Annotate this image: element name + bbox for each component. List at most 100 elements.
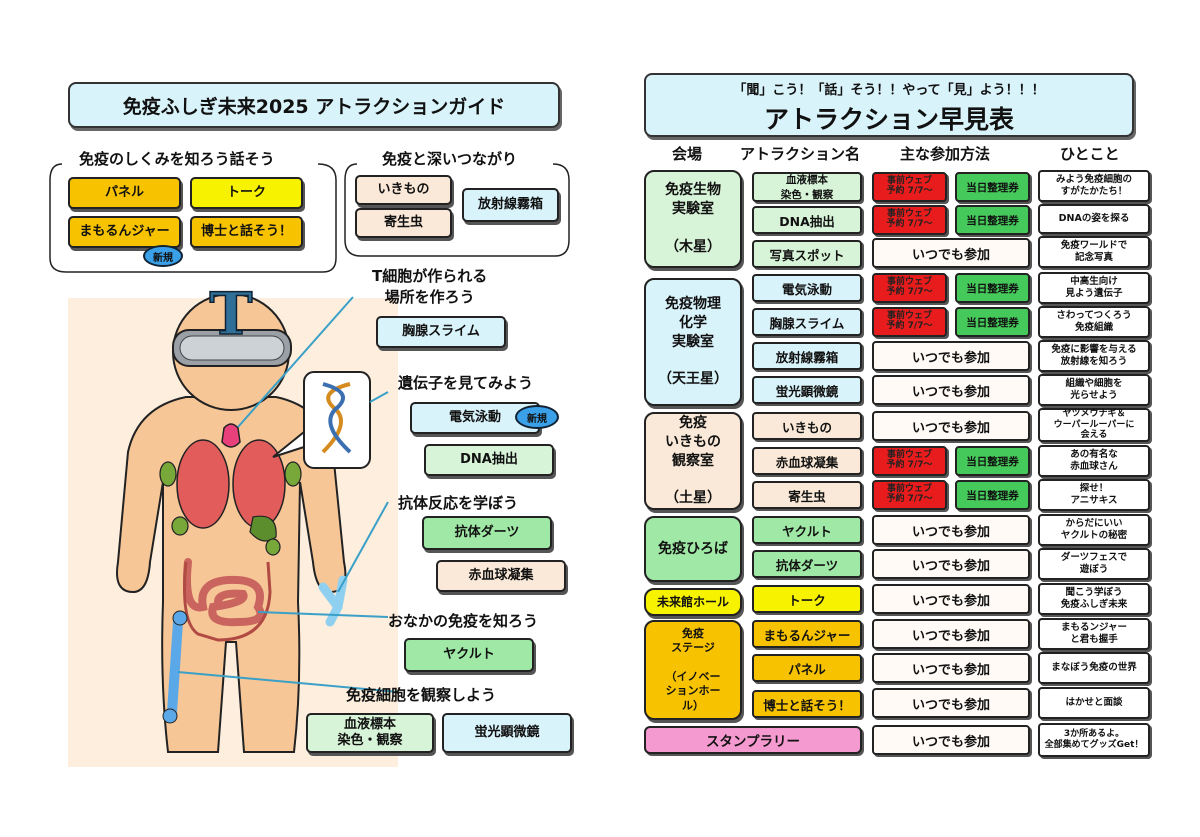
att-hemagglutination[interactable]: 赤血球凝集 (752, 447, 862, 475)
note-row: はかせと面談 (1038, 687, 1150, 719)
parasite-button[interactable]: 寄生虫 (355, 208, 452, 238)
cloud-chamber-button[interactable]: 放射線霧箱 (462, 188, 559, 222)
dna-extraction-button[interactable]: DNA抽出 (424, 444, 554, 476)
intestines (183, 558, 265, 627)
talk-with-doctor-button[interactable]: 博士と話そう！ (190, 216, 303, 248)
col-method: 主な参加方法 (900, 145, 991, 163)
att-yakult[interactable]: ヤクルト (752, 516, 862, 544)
venue-creature-room[interactable]: 免疫 いきもの 観察室 （土星） (644, 412, 742, 510)
femur-bone (167, 617, 183, 717)
group-outline-1 (49, 163, 337, 273)
method-reserve: 事前ウェブ 予約 7/7～ (872, 307, 947, 337)
att-cloud-chamber[interactable]: 放射線霧箱 (752, 342, 862, 370)
method-anytime: いつでも参加 (872, 238, 1030, 268)
note-row: 聞こう学ぼう 免疫ふしぎ未来 (1038, 583, 1150, 615)
method-reserve: 事前ウェブ 予約 7/7～ (872, 480, 947, 510)
method-anytime: いつでも参加 (872, 688, 1030, 718)
antibody-darts-button[interactable]: 抗体ダーツ (422, 516, 552, 550)
method-ticket: 当日整理券 (955, 446, 1030, 476)
method-ticket: 当日整理券 (955, 307, 1030, 337)
guide-title-box: 免疫ふしぎ未来2025 アトラクションガイド (68, 82, 560, 128)
note-row: 探せ！ アニサキス (1038, 479, 1150, 511)
att-mamorunjar[interactable]: まもるんジャー (752, 620, 862, 648)
antibody-heading: 抗体反応を学ぼう (398, 494, 519, 512)
group-outline-2 (344, 163, 570, 257)
hemagglutination-button[interactable]: 赤血球凝集 (436, 560, 566, 592)
note-row: まもるンジャー と君も握手 (1038, 618, 1150, 650)
note-row: あの有名な 赤血球さん (1038, 445, 1150, 477)
chart-title-box: 「聞」こう！「話」そう！！やって「見」よう！！！ アトラクション早見表 (644, 73, 1134, 137)
att-electrophoresis[interactable]: 電気泳動 (752, 274, 862, 302)
att-stamp-rally[interactable]: スタンプラリー (644, 726, 862, 754)
tcell-heading: T細胞が作られる 場所を作ろう (372, 267, 488, 306)
method-reserve: 事前ウェブ 予約 7/7～ (872, 205, 947, 235)
chart-subtitle: 「聞」こう！「話」そう！！やって「見」よう！！！ (733, 83, 1045, 98)
new-badge: 新規 (143, 245, 183, 267)
att-talk-with-doctor[interactable]: 博士と話そう！ (752, 690, 862, 718)
note-row: まなぼう免疫の世界 (1038, 652, 1150, 684)
note-row: 免疫に影響を与える 放射線を知ろう (1038, 340, 1150, 372)
note-row: みよう免疫細胞の すがたかたち！ (1038, 170, 1150, 202)
att-panel[interactable]: パネル (752, 654, 862, 682)
method-reserve: 事前ウェブ 予約 7/7～ (872, 446, 947, 476)
att-creatures[interactable]: いきもの (752, 412, 862, 440)
col-venue: 会場 (672, 145, 703, 163)
note-row: 免疫ワールドで 記念写真 (1038, 236, 1150, 268)
note-row: さわってつくろう 免疫組織 (1038, 306, 1150, 338)
att-antibody-darts[interactable]: 抗体ダーツ (752, 550, 862, 578)
group2-heading: 免疫と深いつながり (378, 148, 522, 169)
human-body-illustration (68, 293, 398, 767)
method-reserve: 事前ウェブ 予約 7/7～ (872, 172, 947, 202)
att-photo-spot[interactable]: 写真スポット (752, 240, 862, 268)
att-blood-specimen[interactable]: 血液標本 染色・観察 (752, 172, 862, 202)
gut-heading: おなかの免疫を知ろう (388, 612, 539, 630)
tcell-hat-letter: T (209, 280, 254, 348)
att-thymus-slime[interactable]: 胸腺スライム (752, 308, 862, 336)
method-anytime: いつでも参加 (872, 549, 1030, 579)
method-anytime: いつでも参加 (872, 515, 1030, 545)
antibody-icon (318, 575, 348, 627)
att-dna-extraction[interactable]: DNA抽出 (752, 206, 862, 234)
left-lung (176, 439, 230, 529)
chart-title: アトラクション早見表 (763, 105, 1014, 134)
att-fluorescence-microscope[interactable]: 蛍光顕微鏡 (752, 376, 862, 404)
method-ticket: 当日整理券 (955, 480, 1030, 510)
cell-heading: 免疫細胞を観察しよう (346, 686, 497, 704)
method-anytime: いつでも参加 (872, 584, 1030, 614)
note-row: ダーツフェスで 遊ぼう (1038, 548, 1150, 580)
method-anytime: いつでも参加 (872, 653, 1030, 683)
method-ticket: 当日整理券 (955, 205, 1030, 235)
note-row: 中高生向け 見よう遺伝子 (1038, 272, 1150, 304)
method-anytime: いつでも参加 (872, 619, 1030, 649)
yakult-button[interactable]: ヤクルト (404, 638, 534, 672)
spleen (249, 515, 277, 542)
thymus-slime-button[interactable]: 胸腺スライム (376, 316, 506, 348)
method-anytime: いつでも参加 (872, 375, 1030, 405)
venue-immune-plaza[interactable]: 免疫ひろば (644, 516, 742, 582)
venue-physics-lab[interactable]: 免疫物理 化学 実験室 （天王星） (644, 278, 742, 406)
col-attraction: アトラクション名 (740, 145, 861, 163)
att-parasite[interactable]: 寄生虫 (752, 481, 862, 509)
method-reserve: 事前ウェブ 予約 7/7～ (872, 273, 947, 303)
creatures-button[interactable]: いきもの (355, 175, 452, 205)
att-talk[interactable]: トーク (752, 585, 862, 613)
method-ticket: 当日整理券 (955, 273, 1030, 303)
fluorescence-microscope-button[interactable]: 蛍光顕微鏡 (442, 713, 572, 753)
blood-specimen-button[interactable]: 血液標本 染色・観察 (306, 713, 434, 753)
note-row: からだにいい ヤクルトの秘密 (1038, 514, 1150, 546)
mamorunjar-button[interactable]: まもるんジャー (68, 216, 181, 248)
talk-button[interactable]: トーク (190, 177, 303, 209)
group1-heading: 免疫のしくみを知ろう話そう (75, 148, 279, 169)
venue-biology-lab[interactable]: 免疫生物 実験室 （木星） (644, 170, 742, 268)
note-row: 3か所あるよ。 全部集めてグッズGet！ (1038, 723, 1150, 757)
col-note: ひとこと (1060, 145, 1120, 163)
guide-title: 免疫ふしぎ未来2025 アトラクションガイド (122, 95, 506, 118)
panel-button[interactable]: パネル (68, 177, 181, 209)
venue-immune-stage[interactable]: 免疫 ステージ （イノベー ションホー ル） (644, 620, 742, 720)
thymus (221, 423, 241, 448)
method-anytime: いつでも参加 (872, 341, 1030, 371)
venue-miraikan-hall[interactable]: 未来館ホール (644, 588, 742, 616)
method-ticket: 当日整理券 (955, 172, 1030, 202)
dna-bubble (303, 371, 371, 469)
note-row: 組織や細胞を 光らせよう (1038, 374, 1150, 406)
